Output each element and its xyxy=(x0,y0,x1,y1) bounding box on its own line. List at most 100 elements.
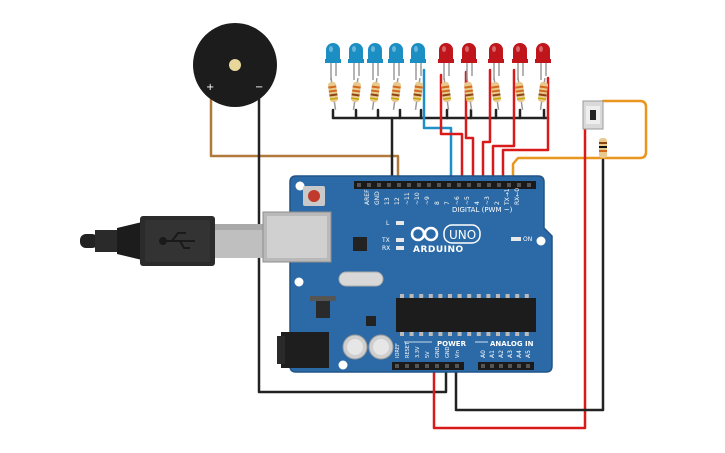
wire-button-ground xyxy=(454,158,605,412)
dc-jack xyxy=(281,332,329,368)
header-hole xyxy=(497,183,501,187)
usb-cable xyxy=(80,216,263,266)
power-pin-label: 3.3V xyxy=(415,346,421,358)
led-blue-3 xyxy=(367,43,383,110)
header-hole xyxy=(457,183,461,187)
digital-pin-label: 13 xyxy=(384,197,391,205)
header-hole xyxy=(467,183,471,187)
rx-label: RX xyxy=(382,245,390,252)
digital-pin-label: 7 xyxy=(444,201,451,205)
resistor xyxy=(369,78,380,110)
header-hole xyxy=(507,183,511,187)
led-red-4 xyxy=(512,43,528,110)
digital-pin-label: 12 xyxy=(394,197,401,205)
header-hole xyxy=(447,183,451,187)
wire-button-signal xyxy=(511,99,648,185)
led-blue-2 xyxy=(348,43,364,110)
digital-pin-label: ~9 xyxy=(424,196,431,205)
resistor xyxy=(537,78,548,110)
tx-led xyxy=(396,238,404,242)
header-hole xyxy=(367,183,371,187)
resistor xyxy=(491,78,502,110)
led-red-5 xyxy=(535,43,551,110)
digital-pin-label: ~11 xyxy=(404,192,411,205)
header-hole xyxy=(517,183,521,187)
digital-pin-label: 4 xyxy=(474,201,481,205)
small-chip xyxy=(366,316,376,326)
power-pin-label: Vin xyxy=(455,350,461,358)
digital-pin-label: ~3 xyxy=(484,196,491,205)
digital-pin-label: GND xyxy=(374,191,381,205)
header-holes xyxy=(357,183,531,368)
resistor xyxy=(390,78,401,110)
led-blue-1 xyxy=(325,43,341,110)
power-pin-label: IOREF xyxy=(395,343,401,358)
header-hole xyxy=(477,183,481,187)
wire-red-led-3 xyxy=(481,68,492,185)
analog-header[interactable] xyxy=(478,362,534,370)
header-hole xyxy=(417,183,421,187)
header-hole xyxy=(395,364,399,368)
atmega-chip xyxy=(396,298,536,332)
l-led xyxy=(396,221,404,225)
header-hole xyxy=(517,364,521,368)
digital-header[interactable] xyxy=(354,181,536,189)
analog-pin-label: A0 xyxy=(480,350,487,358)
analog-pin-label: A3 xyxy=(507,350,514,358)
buzzer-plus-label: + xyxy=(206,82,214,93)
power-pin-label: GND xyxy=(445,346,451,358)
digital-pin-label: RX←0 xyxy=(514,188,521,205)
header-hole xyxy=(427,183,431,187)
header-hole xyxy=(527,183,531,187)
resistor xyxy=(328,78,339,110)
rx-led xyxy=(396,246,404,250)
resistor xyxy=(515,78,526,110)
led-array xyxy=(325,43,551,110)
digital-pin-label: ~6 xyxy=(454,196,461,205)
header-hole xyxy=(437,183,441,187)
wire-buzzer-positive xyxy=(209,90,400,185)
crystal xyxy=(338,271,384,287)
piezo-buzzer[interactable]: + − xyxy=(193,23,277,107)
wire-red-led-5 xyxy=(501,76,550,185)
mount-hole xyxy=(536,236,546,246)
resistor xyxy=(464,78,475,110)
digital-pin-label: 2 xyxy=(494,201,501,205)
push-button[interactable] xyxy=(582,100,604,130)
power-label: POWER xyxy=(437,340,467,348)
header-hole xyxy=(487,183,491,187)
header-hole xyxy=(397,183,401,187)
usb-chip xyxy=(353,237,367,251)
header-hole xyxy=(526,364,530,368)
digital-pin-label: TX→1 xyxy=(504,188,511,206)
header-hole xyxy=(445,364,449,368)
mount-hole xyxy=(295,181,305,191)
mount-hole xyxy=(338,360,348,370)
on-label: ON xyxy=(523,236,532,243)
analog-pin-label: A1 xyxy=(489,350,496,358)
header-hole xyxy=(407,183,411,187)
arduino-logo-text: ARDUINO xyxy=(413,245,464,255)
arduino-uno-board[interactable]: L TX RX ON DIGITAL (PWM ~) ARDUINO UNO P… xyxy=(262,175,553,373)
resistor xyxy=(441,78,452,110)
led-red-1 xyxy=(438,43,454,110)
power-pin-label: RESET xyxy=(405,341,411,358)
pull-down-resistor xyxy=(599,138,607,158)
digital-pin-label: ~5 xyxy=(464,196,471,205)
wire-red-led-1 xyxy=(439,73,464,185)
l-label: L xyxy=(386,220,390,227)
power-pin-label: 5V xyxy=(425,351,431,358)
arduino-infinity-logo xyxy=(410,226,439,242)
header-hole xyxy=(499,364,503,368)
uno-text: UNO xyxy=(449,228,476,242)
wire-red-led-2 xyxy=(464,70,475,185)
resistor xyxy=(350,78,361,110)
voltage-regulator xyxy=(316,300,330,318)
wire-button-power xyxy=(432,126,587,430)
led-red-2 xyxy=(461,43,477,110)
header-hole xyxy=(435,364,439,368)
